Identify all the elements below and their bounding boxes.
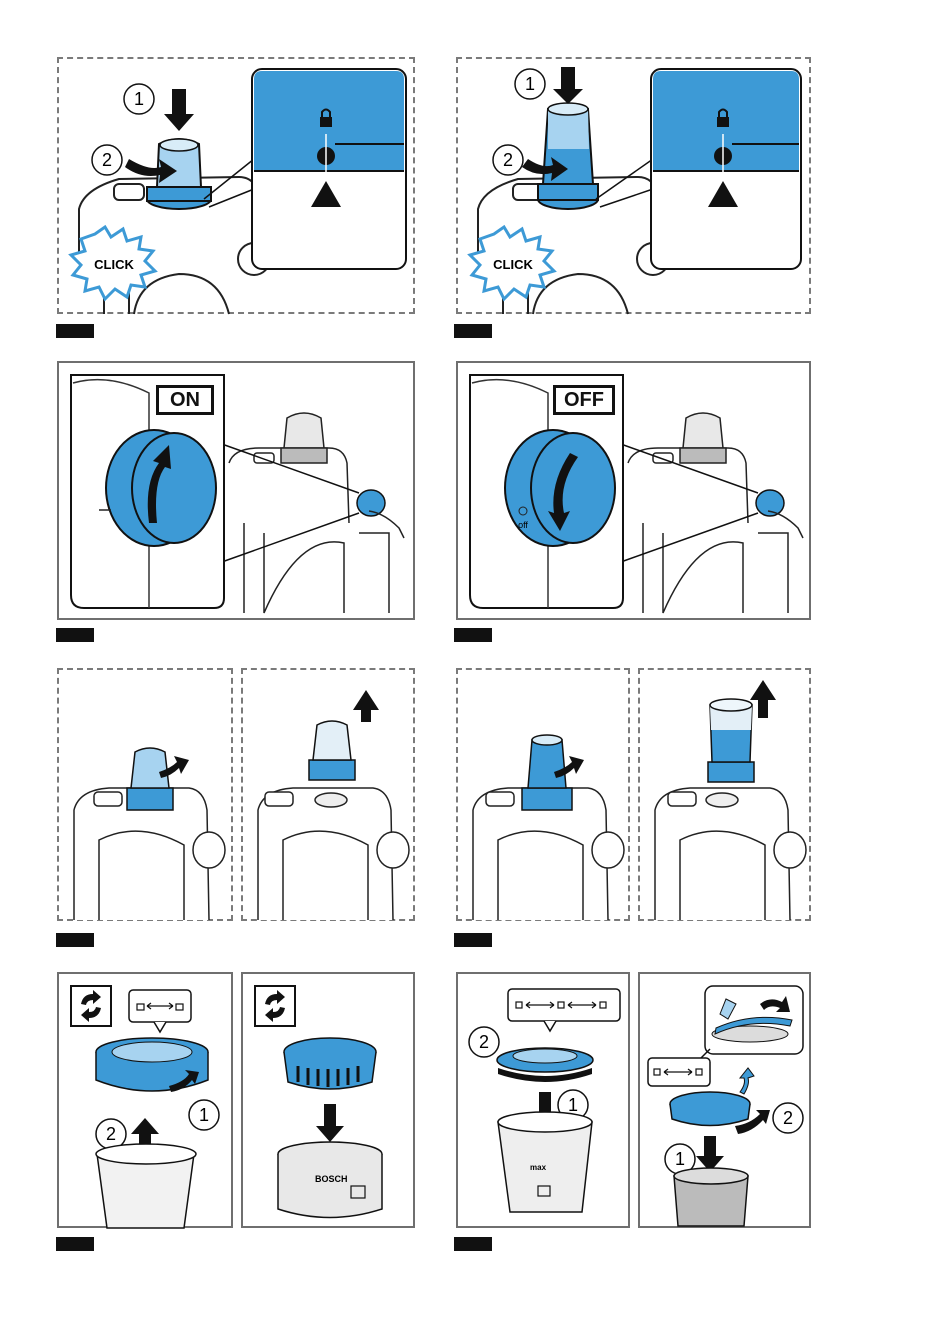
figure-panel-g-left: 1 2 xyxy=(57,972,233,1228)
panel-g-left-illustration: 1 2 xyxy=(59,974,235,1230)
figure-tag-d xyxy=(454,628,492,642)
step-1-label: 1 xyxy=(134,89,144,109)
figure-panel-b: 1 2 CLICK xyxy=(456,57,811,314)
brand-label: BOSCH xyxy=(315,1174,348,1184)
step-2-label: 2 xyxy=(106,1124,116,1144)
step-2-label: 2 xyxy=(503,150,513,170)
on-label: ON xyxy=(156,385,214,415)
panel-d-illustration: off xyxy=(458,363,813,622)
panel-b-illustration: 1 2 CLICK xyxy=(458,59,813,316)
panel-h-right-illustration: 2 1 xyxy=(640,974,813,1230)
panel-h-left-illustration: 2 1 max xyxy=(458,974,632,1230)
figure-panel-a: 1 2 CLICK xyxy=(57,57,415,314)
click-label: CLICK xyxy=(493,257,533,272)
off-label: OFF xyxy=(553,385,615,415)
figure-tag-f xyxy=(454,933,492,947)
step-2-label: 2 xyxy=(783,1108,793,1128)
figure-panel-c: ON xyxy=(57,361,415,620)
step-1-label: 1 xyxy=(199,1105,209,1125)
figure-tag-c xyxy=(56,628,94,642)
step-1-label: 1 xyxy=(568,1095,578,1115)
figure-panel-e-right xyxy=(241,668,415,921)
max-label: max xyxy=(530,1163,547,1172)
figure-panel-h-left: 2 1 max xyxy=(456,972,630,1228)
knob-off-label: off xyxy=(518,520,528,530)
panel-c-illustration xyxy=(59,363,417,622)
step-2-label: 2 xyxy=(102,150,112,170)
figure-tag-a xyxy=(56,324,94,338)
figure-panel-f-left xyxy=(456,668,630,921)
step-2-label: 2 xyxy=(479,1032,489,1052)
figure-tag-g xyxy=(56,1237,94,1251)
figure-panel-g-right: BOSCH xyxy=(241,972,415,1228)
step-1-label: 1 xyxy=(525,74,535,94)
figure-panel-f-right xyxy=(638,668,811,921)
panel-f-left-illustration xyxy=(458,670,632,923)
click-label: CLICK xyxy=(94,257,134,272)
panel-e-right-illustration xyxy=(243,670,417,923)
figure-panel-d: off OFF xyxy=(456,361,811,620)
panel-f-right-illustration xyxy=(640,670,813,923)
panel-a-illustration: 1 2 CLICK xyxy=(59,59,417,316)
panel-e-left-illustration xyxy=(59,670,235,923)
panel-g-right-illustration: BOSCH xyxy=(243,974,417,1230)
figure-tag-h xyxy=(454,1237,492,1251)
figure-tag-b xyxy=(454,324,492,338)
step-1-label: 1 xyxy=(675,1149,685,1169)
figure-panel-h-right: 2 1 xyxy=(638,972,811,1228)
figure-panel-e-left xyxy=(57,668,233,921)
figure-tag-e xyxy=(56,933,94,947)
